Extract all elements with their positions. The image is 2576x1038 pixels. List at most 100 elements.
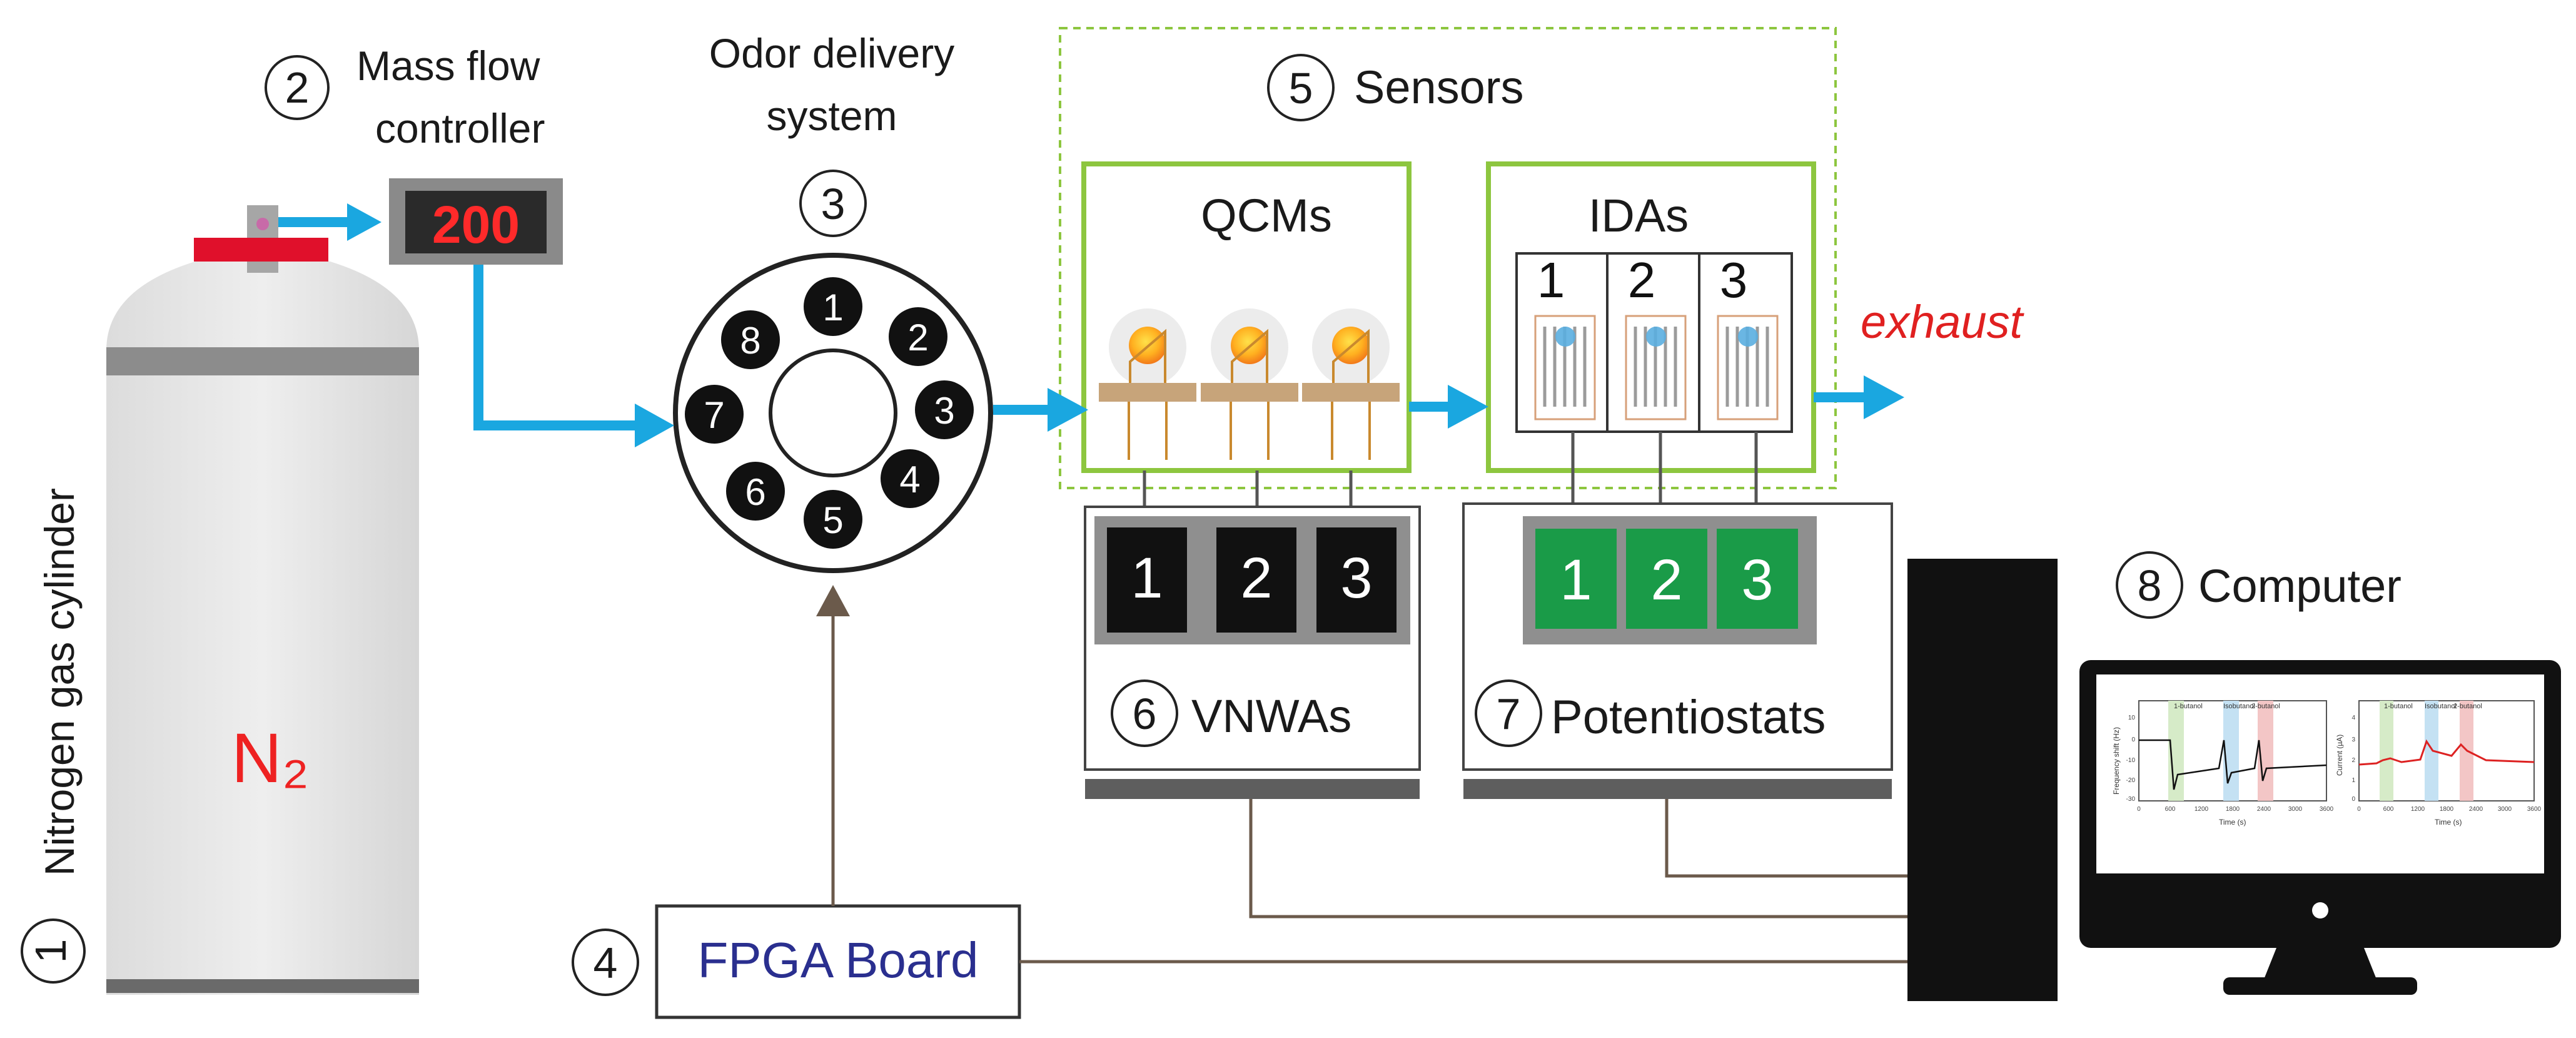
right-band-3: 2-butanol xyxy=(2453,703,2482,710)
fpga-to-odor-arrow-icon xyxy=(816,585,850,616)
axis-tick-label: 2400 xyxy=(2257,806,2271,813)
fpga-label: FPGA Board xyxy=(697,932,978,988)
potentiostat-label: Potentiostats xyxy=(1551,691,1826,744)
odor-port-7 xyxy=(685,385,744,444)
cylinder-label: Nitrogen gas cylinder xyxy=(36,488,83,876)
vnwa-channel-label: 1 xyxy=(1131,546,1163,610)
ida-label: IDAs xyxy=(1589,190,1689,242)
potentiostat-channel-3 xyxy=(1717,529,1798,629)
odor-port-8 xyxy=(721,310,780,369)
axis-tick-label: 2400 xyxy=(2469,806,2483,813)
potentiostat-channel-label: 3 xyxy=(1741,548,1773,612)
axis-tick-label: -20 xyxy=(2126,777,2136,784)
arrow-to-ida-icon xyxy=(1448,385,1488,429)
ida-number: 2 xyxy=(1628,252,1656,308)
axis-tick-label: 10 xyxy=(2128,715,2136,721)
mfc-label-line1: Mass flow xyxy=(356,43,540,89)
step-number-2: 2 xyxy=(285,63,310,112)
axis-tick-label: 0 xyxy=(2137,806,2141,813)
right-ylabel: Current (µA) xyxy=(2335,735,2344,776)
axis-tick-label: 0 xyxy=(2351,796,2355,803)
step-number-4: 4 xyxy=(593,939,618,987)
odor-port-label: 3 xyxy=(934,390,954,432)
potentiostat-channel-label: 2 xyxy=(1650,548,1682,612)
odor-port-label: 5 xyxy=(822,499,843,541)
flow-arrow-heads xyxy=(347,203,1904,447)
step-number-circle-3 xyxy=(799,170,867,237)
axis-tick-label: 3600 xyxy=(2320,806,2334,813)
left-band-1: 1-butanol xyxy=(2174,703,2203,710)
mass-flow-controller: 200 xyxy=(389,178,563,265)
exhaust-label: exhaust xyxy=(1861,296,2025,348)
odor-port-1 xyxy=(804,277,862,336)
nitrogen-gas-cylinder: N₂ xyxy=(106,205,419,995)
left-xlabel: Time (s) xyxy=(2219,818,2246,827)
power-button-icon xyxy=(2312,902,2328,918)
odor-port-label: 7 xyxy=(704,394,724,436)
ida-sensor-2: 2 xyxy=(1606,252,1687,432)
odor-port-label: 8 xyxy=(740,320,760,362)
vnwa-channel-1 xyxy=(1107,527,1187,633)
axis-tick-label: -10 xyxy=(2126,757,2136,764)
qcm-sensor-1 xyxy=(1099,308,1196,460)
step-number-circle-8 xyxy=(2116,551,2183,619)
potentiostat-channel-2 xyxy=(1626,529,1707,629)
odor-port-label: 1 xyxy=(822,287,843,328)
axis-tick-label: 1800 xyxy=(2226,806,2240,813)
arrow-to-mfc-icon xyxy=(347,203,381,241)
vnwa-channel-label: 2 xyxy=(1240,546,1272,610)
vnwa-label: VNWAs xyxy=(1191,690,1351,742)
vnwa-unit: 1 2 3 6 VNWAs xyxy=(1084,506,1421,799)
step-number-1: 1 xyxy=(26,939,75,964)
cylinder-cap xyxy=(194,238,328,262)
mfc-display-value: 200 xyxy=(432,195,520,254)
mfc-label-line2: controller xyxy=(375,105,545,151)
axis-tick-label: 3000 xyxy=(2288,806,2303,813)
step-number-circle-7 xyxy=(1475,679,1542,747)
odor-label-line2: system xyxy=(766,93,897,139)
fpga-board: FPGA Board xyxy=(655,904,1021,1019)
qcm-label: QCMs xyxy=(1201,190,1332,242)
vnwa-channel-3 xyxy=(1316,527,1397,633)
odor-label-line1: Odor delivery xyxy=(709,30,955,76)
step-number-6: 6 xyxy=(1133,689,1157,738)
step-number-7: 7 xyxy=(1497,689,1521,738)
potentiostat-channel-label: 1 xyxy=(1560,548,1592,612)
right-band-1: 1-butanol xyxy=(2384,703,2413,710)
ida-sensor-1: 1 xyxy=(1534,252,1596,420)
axis-tick-label: 4 xyxy=(2351,715,2355,721)
axis-tick-label: 3000 xyxy=(2498,806,2512,813)
axis-tick-label: 1200 xyxy=(2411,806,2425,813)
step-number-circle-2 xyxy=(265,55,330,120)
ida-sensor-3: 3 xyxy=(1698,252,1779,432)
axis-tick-label: 1 xyxy=(2351,777,2355,784)
axis-tick-label: 3600 xyxy=(2527,806,2542,813)
odor-port-6 xyxy=(726,462,785,521)
axis-tick-label: -30 xyxy=(2126,796,2136,803)
gas-flow-lines xyxy=(278,217,1867,430)
odor-port-label: 4 xyxy=(899,459,920,501)
n2-label: N₂ xyxy=(231,719,309,797)
axis-tick-label: 0 xyxy=(2131,736,2135,743)
computer-label: Computer xyxy=(2198,560,2402,612)
step-number-circle-6 xyxy=(1111,679,1178,747)
axis-tick-label: 0 xyxy=(2357,806,2361,813)
right-band-2: Isobutanol xyxy=(2425,703,2457,710)
potentiostat-base xyxy=(1463,779,1892,799)
axis-tick-label: 600 xyxy=(2165,806,2176,813)
arrow-to-odor-icon xyxy=(635,404,674,447)
mfc-display xyxy=(405,191,547,253)
screen-plot-current: 1-butanol Isobutanol 2-butanol Current (… xyxy=(2335,700,2542,827)
ida-number: 1 xyxy=(1537,252,1565,308)
axis-tick-label: 3 xyxy=(2351,736,2355,743)
left-band-2: Isobutanol xyxy=(2223,703,2255,710)
vnwa-channel-label: 3 xyxy=(1340,546,1372,610)
screen-plot-frequency: 1-butanol Isobutanol 2-butanol Frequency… xyxy=(2112,700,2334,827)
arrow-to-qcm-icon xyxy=(1048,388,1088,432)
sensor-connector-lines xyxy=(1143,432,1758,514)
sensors-dashed-frame xyxy=(1059,27,1837,489)
